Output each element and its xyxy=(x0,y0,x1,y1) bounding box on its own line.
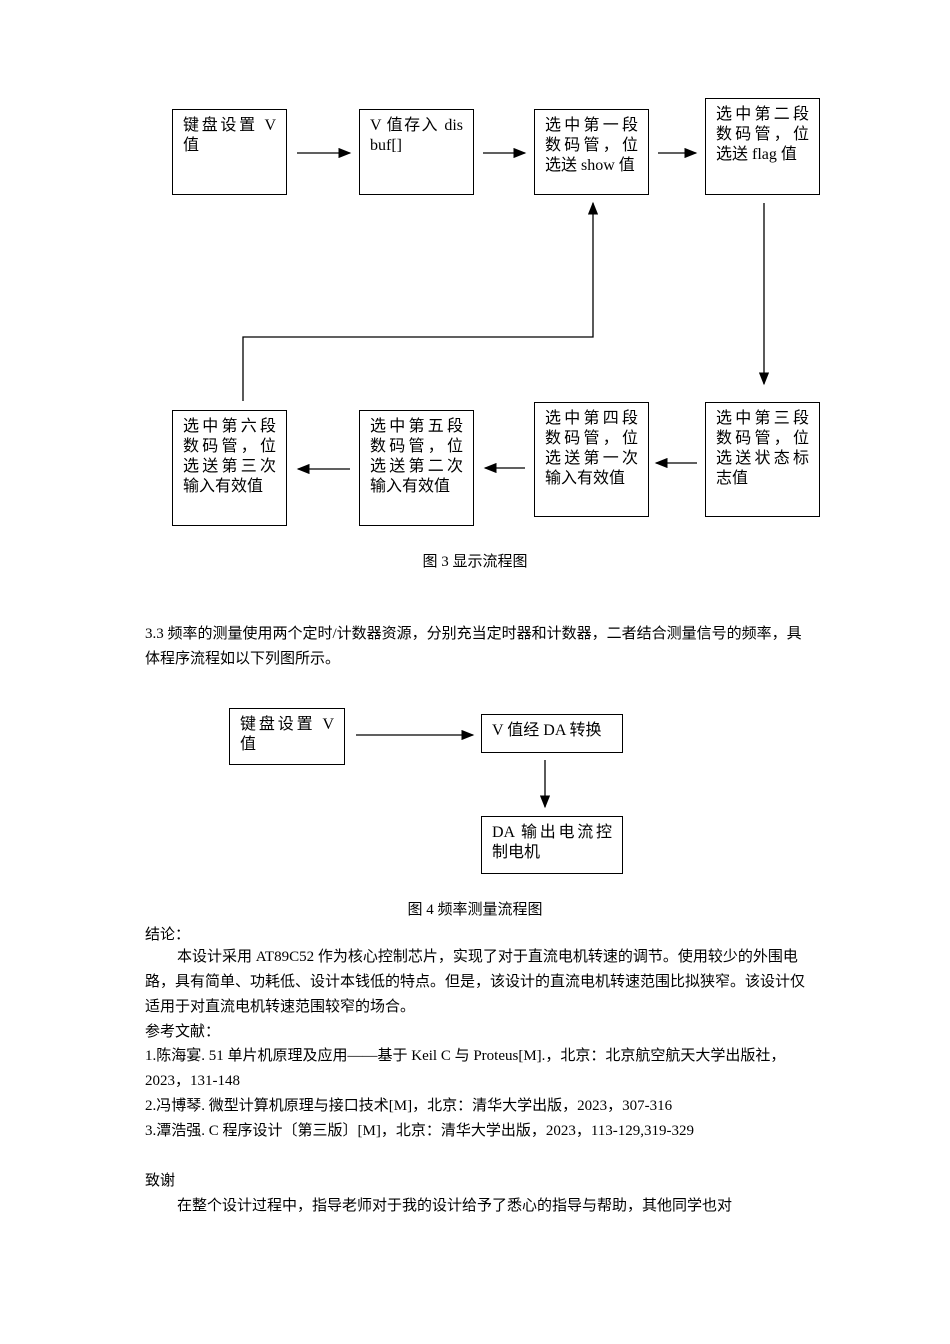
flow-box-digit-5: 选中第五段数码管，位选送第二次输入有效值 xyxy=(359,410,474,526)
flow4-box-keyboard-set: 键盘设置 V 值 xyxy=(229,708,345,765)
flow-box-digit-4: 选中第四段数码管，位选送第一次输入有效值 xyxy=(534,402,649,517)
flow4-box-da-convert: V 值经 DA 转换 xyxy=(481,714,623,753)
section-3-3-text: 3.3 频率的测量使用两个定时/计数器资源，分别充当定时器和计数器，二者结合测量… xyxy=(145,626,802,667)
flow-box-digit-3: 选中第三段数码管，位选送状态标志值 xyxy=(705,402,820,517)
reference-item-1: 1.陈海宴. 51 单片机原理及应用——基于 Keil C 与 Proteus[… xyxy=(145,1048,786,1089)
conclusion-text: 本设计采用 AT89C52 作为核心控制芯片，实现了对于直流电机转速的调节。使用… xyxy=(145,949,806,1015)
reference-item-2: 2.冯博琴. 微型计算机原理与接口技术[M]，北京：清华大学出版，2023，30… xyxy=(145,1098,673,1114)
flow-box-store-disbuf: V 值存入 disbuf[] xyxy=(359,109,474,195)
flow4-box-da-output: DA 输出电流控制电机 xyxy=(481,816,623,874)
arrow-8-3-loop xyxy=(242,201,599,401)
references-heading: 参考文献： xyxy=(145,1024,221,1040)
flow-box-digit-6: 选中第六段数码管，位选送第三次输入有效值 xyxy=(172,410,287,526)
conclusion-heading: 结论： xyxy=(145,927,191,943)
flow-box-keyboard-set: 键盘设置 V 值 xyxy=(172,109,287,195)
flow-box-digit-1: 选中第一段数码管，位选送 show 值 xyxy=(534,109,649,195)
acknowledgement-heading: 致谢 xyxy=(145,1173,176,1189)
figure4-caption: 图 4 频率测量流程图 xyxy=(407,902,543,918)
flow-box-digit-2: 选中第二段数码管，位选送 flag 值 xyxy=(705,98,820,195)
reference-item-3: 3.潭浩强. C 程序设计〔第三版〕[M]，北京：清华大学出版，2023，113… xyxy=(145,1123,695,1139)
acknowledgement-text: 在整个设计过程中，指导老师对于我的设计给予了悉心的指导与帮助，其他同学也对 xyxy=(177,1198,733,1214)
figure3-caption: 图 3 显示流程图 xyxy=(422,554,528,570)
